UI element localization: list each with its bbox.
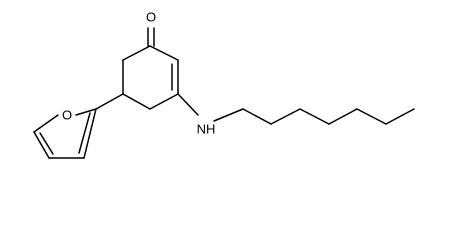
chemical-structure-diagram: O O NH bbox=[33, 10, 415, 159]
ketone-oxygen-label: O bbox=[146, 10, 156, 25]
furan-oxygen-label: O bbox=[62, 108, 72, 123]
ring-bond-c1-c6 bbox=[122, 45, 151, 61]
amine-nitrogen-label: NH bbox=[197, 122, 216, 137]
heptyl-bond-2 bbox=[242, 108, 272, 125]
furan-double-bond-c3-c2 bbox=[78, 112, 91, 154]
ring-bond-c5-c4 bbox=[122, 93, 151, 110]
furan-double-bond-c5-c4 bbox=[39, 132, 54, 155]
heptyl-bond-6 bbox=[356, 108, 387, 125]
furan-bond-c5-c4 bbox=[33, 131, 50, 159]
ring-bond-c2-c1 bbox=[149, 45, 179, 61]
furan-bond-c2-o bbox=[75, 108, 97, 116]
heptyl-bond-7 bbox=[385, 108, 415, 125]
furan-bond-o-c5 bbox=[33, 114, 59, 133]
amine-bond bbox=[177, 93, 199, 116]
furan-bond-c3-c2 bbox=[83, 108, 97, 159]
furan-link-bond bbox=[95, 93, 124, 110]
heptyl-bond-3 bbox=[270, 108, 301, 125]
heptyl-bond-5 bbox=[328, 108, 358, 125]
heptyl-bond-1 bbox=[213, 108, 244, 122]
ring-bond-c4-c3 bbox=[149, 93, 179, 110]
heptyl-bond-4 bbox=[299, 108, 330, 125]
